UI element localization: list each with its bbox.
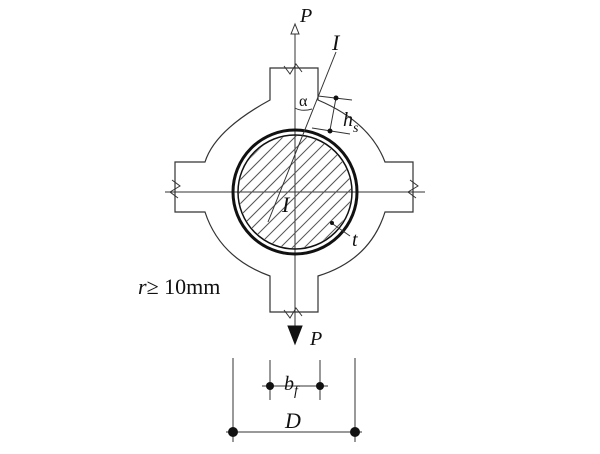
label-radius: r≥ 10mm bbox=[138, 274, 220, 299]
break-mark-top bbox=[283, 63, 303, 75]
pipe-inner-wall bbox=[237, 134, 353, 250]
angle-arc bbox=[294, 107, 313, 111]
label-diameter: D bbox=[284, 408, 301, 433]
load-arrow-top bbox=[290, 22, 300, 35]
label-section-top: I bbox=[331, 30, 341, 55]
label-section-center: I bbox=[281, 192, 291, 217]
label-flange-b: bf bbox=[284, 373, 300, 399]
gusset-outline bbox=[174, 67, 414, 313]
weld-dim-dot-bottom bbox=[327, 128, 333, 134]
break-mark-left bbox=[169, 179, 181, 199]
d-dot-right bbox=[350, 427, 360, 437]
label-thickness: t bbox=[352, 229, 358, 251]
label-weld-h: hs bbox=[343, 109, 359, 136]
thickness-leader-dot bbox=[330, 221, 334, 225]
section-hatching bbox=[239, 136, 351, 248]
label-load-bottom: P bbox=[309, 328, 322, 350]
load-arrow-bottom bbox=[287, 325, 303, 346]
pipe-outer-wall bbox=[231, 128, 359, 256]
bf-dot-left bbox=[266, 382, 274, 390]
label-angle: α bbox=[299, 93, 308, 110]
label-load-top: P bbox=[299, 5, 312, 27]
bf-dot-right bbox=[316, 382, 324, 390]
d-dot-left bbox=[228, 427, 238, 437]
weld-dim-line bbox=[329, 97, 337, 131]
weld-dim-dot-top bbox=[333, 95, 339, 101]
break-mark-bottom bbox=[283, 307, 303, 319]
break-mark-right bbox=[407, 179, 419, 199]
section-line-I bbox=[267, 51, 337, 223]
